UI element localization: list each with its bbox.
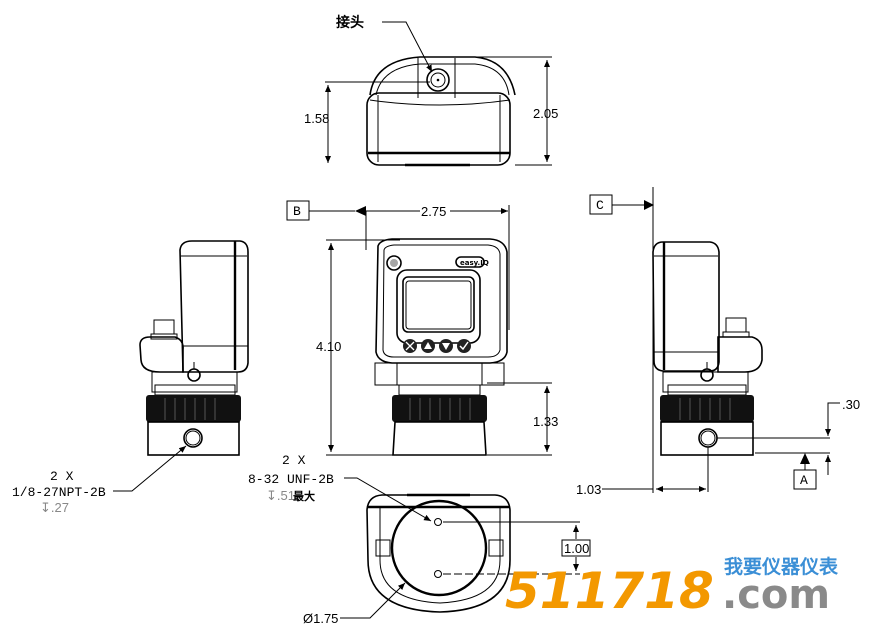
watermark: 511718 我要仪器仪表 .com	[505, 555, 839, 620]
bottom-view: 2 X 8-32 UNF-2B ↧.51 最大 1.00 Ø1.75	[248, 453, 591, 626]
datum-c-triangle	[644, 200, 654, 210]
dim-diameter-1-75: Ø1.75	[303, 611, 338, 626]
unf-depth: ↧.51	[266, 488, 295, 503]
check-button-icon	[457, 339, 471, 353]
right-knurled-ring	[660, 395, 754, 422]
npt-depth: ↧.27	[40, 500, 69, 515]
watermark-domain: .com	[722, 572, 830, 618]
unf-depth-max: 最大	[293, 489, 315, 503]
dim-1-00-box	[561, 539, 591, 557]
display-bezel	[396, 269, 481, 344]
npt-qty: 2 X	[50, 469, 74, 484]
connector-callout-label: 接头	[336, 14, 364, 31]
right-housing	[652, 241, 720, 372]
left-ring-icon	[187, 368, 201, 382]
right-side-view: C .30 A 1.03	[576, 187, 860, 497]
top-view: 接头 1.58 2.05	[304, 14, 558, 167]
right-port-icon	[698, 428, 718, 448]
unf-thread: 8-32 UNF-2B	[248, 472, 334, 487]
watermark-number: 511718	[505, 562, 714, 620]
dim-1-33: 1.33	[533, 414, 558, 429]
keypad	[403, 339, 471, 353]
sensor-face-circle	[390, 499, 488, 597]
watermark-cn-text: 我要仪器仪表	[724, 555, 839, 578]
datum-c-label: C	[596, 198, 604, 213]
dim-2-75: 2.75	[421, 204, 446, 219]
dim-1-58: 1.58	[304, 111, 329, 126]
right-connector-housing	[717, 336, 763, 373]
unf-leader	[344, 477, 432, 522]
mount-hole-bottom-icon	[434, 570, 442, 578]
datum-a-triangle	[800, 453, 810, 464]
sensor-base	[392, 421, 487, 456]
left-base	[147, 421, 240, 456]
left-knurled-ring	[146, 395, 241, 422]
left-side-view: 2 X 1/8-27NPT-2B ↧.27	[12, 240, 249, 515]
npt-port-icon	[183, 428, 203, 448]
diameter-leader	[340, 582, 406, 619]
mount-hole-top-icon	[434, 518, 442, 526]
brand-logo-icon	[386, 255, 402, 271]
npt-leader	[113, 445, 187, 492]
front-view: B 2.75 easy.IQ	[286, 200, 558, 456]
connector-icon	[426, 68, 450, 92]
top-dome-outline	[369, 56, 516, 96]
datum-a-label: A	[800, 473, 808, 488]
datum-b-triangle	[355, 206, 366, 216]
svg-text:easy.IQ: easy.IQ	[460, 259, 489, 267]
dim-1-03: 1.03	[576, 482, 601, 497]
datum-a-box	[793, 469, 817, 490]
dim-4-10: 4.10	[316, 339, 341, 354]
unf-qty: 2 X	[282, 453, 306, 468]
dim-0-30: .30	[842, 397, 860, 412]
connector-leader	[382, 21, 433, 73]
bottom-outline	[366, 494, 511, 613]
dim-1-00: 1.00	[564, 541, 589, 556]
npt-thread: 1/8-27NPT-2B	[12, 485, 106, 500]
datum-b-label: B	[293, 204, 301, 219]
dim-2-05: 2.05	[533, 106, 558, 121]
left-connector-housing	[139, 336, 184, 373]
lcd-screen	[402, 276, 475, 333]
easyiq-logo	[455, 256, 485, 268]
left-housing	[179, 240, 249, 373]
